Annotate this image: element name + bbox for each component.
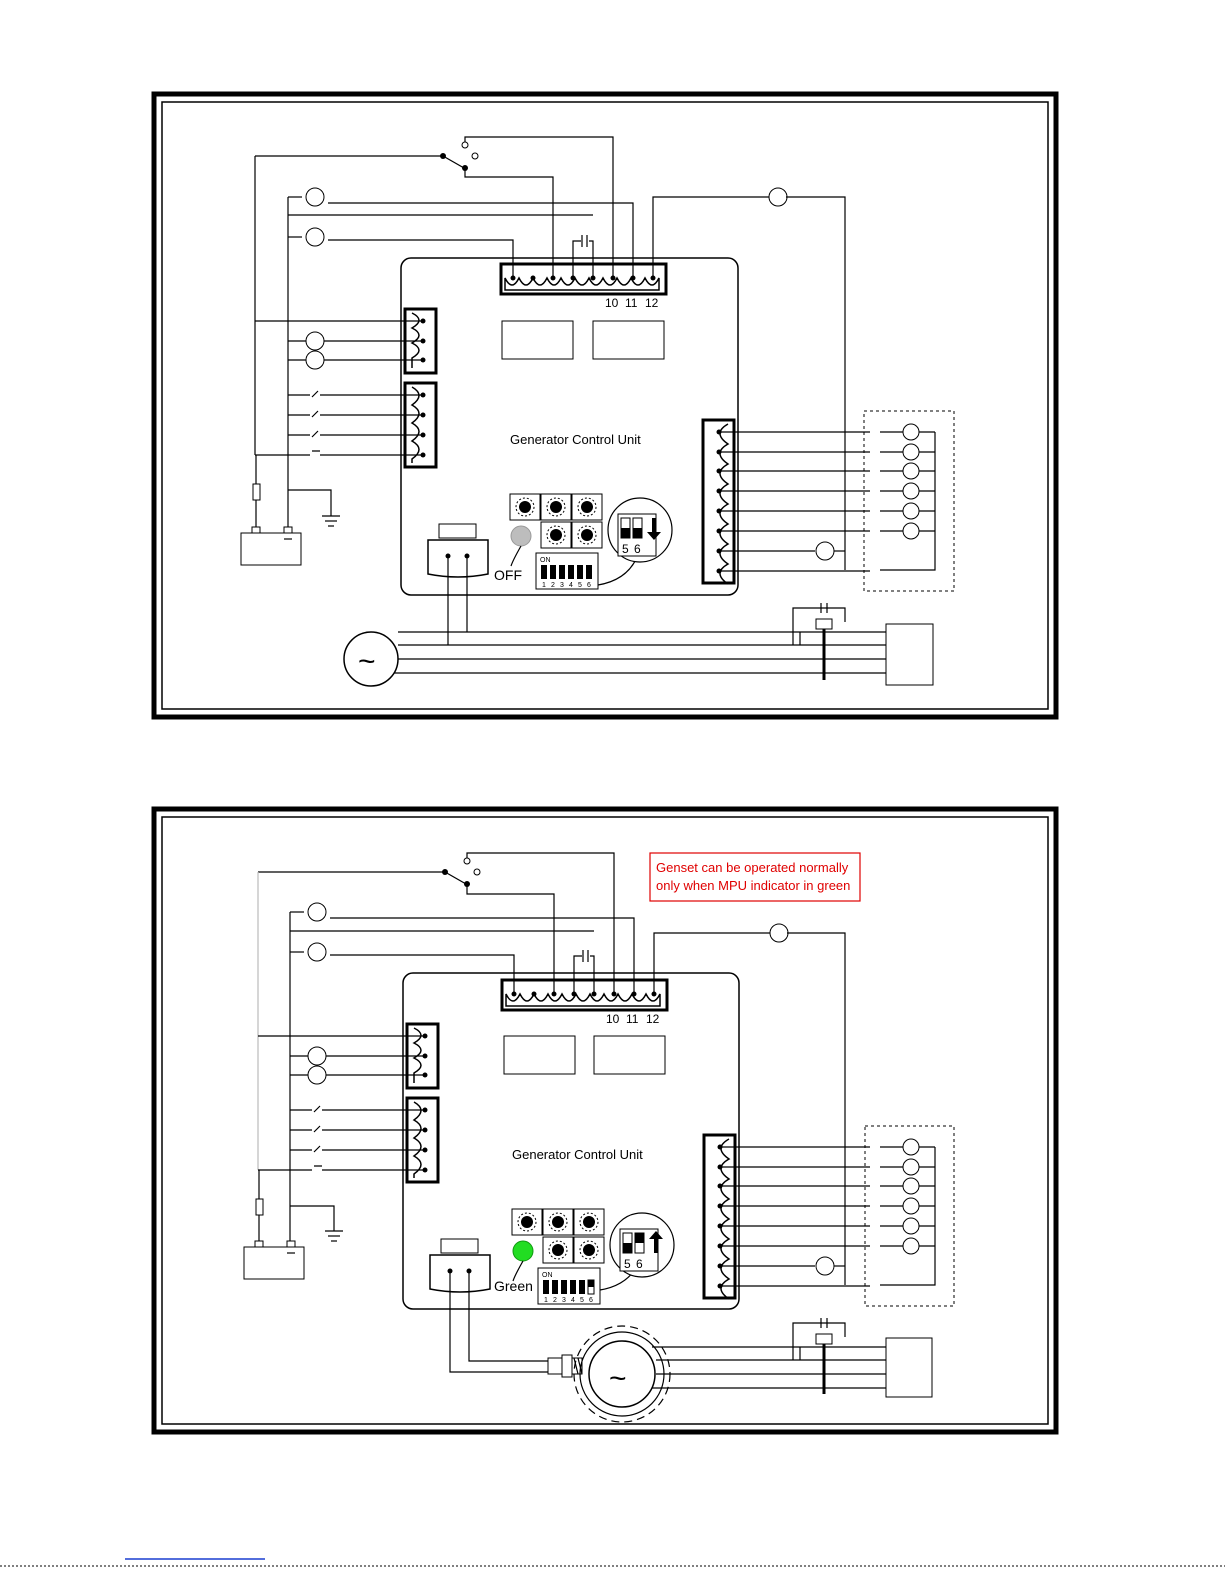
dip-number: 3 <box>560 582 564 589</box>
wiring-diagram-2: Genset can be operated normally only whe… <box>154 809 1056 1432</box>
dip-switch: ON 1 2 3 4 5 6 <box>538 1268 600 1304</box>
dip-number: 1 <box>544 1297 548 1304</box>
battery <box>241 533 301 565</box>
control-unit-label: Generator Control Unit <box>510 432 641 447</box>
sensor-6 <box>816 1257 834 1275</box>
sensor-2 <box>308 943 326 961</box>
sensor-5 <box>308 1066 326 1084</box>
wiring-diagram-1: 10 11 12 Generator Control Unit <box>154 94 1056 717</box>
right-terminal-strip <box>704 1135 735 1299</box>
sensor-1 <box>308 903 326 921</box>
note-line-2: only when MPU indicator in green <box>656 878 850 893</box>
sensor-3 <box>770 924 788 942</box>
ground-symbol <box>322 516 340 526</box>
load-box <box>886 624 933 685</box>
dip-number: 2 <box>553 1297 557 1304</box>
top-terminal-strip <box>501 264 666 294</box>
zoom-number-5: 5 <box>624 1257 631 1271</box>
mpu-indicator-label: Green <box>494 1278 533 1294</box>
key-switch <box>440 142 478 171</box>
terminal-number-10: 10 <box>606 1012 620 1026</box>
dip-number: 6 <box>587 582 591 589</box>
current-transformer <box>793 603 845 680</box>
dip-on-label: ON <box>542 1272 553 1279</box>
dip-number: 5 <box>578 582 582 589</box>
terminal-number-12: 12 <box>645 296 659 310</box>
sensor-5 <box>306 351 324 369</box>
sensor-6 <box>816 542 834 560</box>
mpu-indicator <box>511 526 531 546</box>
generator-tilde: ~ <box>609 1362 627 1395</box>
right-terminal-strip <box>703 420 734 584</box>
control-unit-label: Generator Control Unit <box>512 1147 643 1162</box>
terminal-number-10: 10 <box>605 296 619 310</box>
generator-tilde: ~ <box>358 645 376 678</box>
battery <box>244 1247 304 1279</box>
mpu-indicator <box>513 1241 533 1261</box>
sensor-2 <box>306 228 324 246</box>
sensor-1 <box>306 188 324 206</box>
mpu-sensor <box>548 1355 582 1377</box>
fuse <box>256 1199 263 1215</box>
zoom-number-6: 6 <box>636 1257 643 1271</box>
terminal-number-11: 11 <box>626 1012 639 1026</box>
load-box <box>886 1338 932 1397</box>
dip-number: 5 <box>580 1297 584 1304</box>
dip-number: 6 <box>589 1297 593 1304</box>
note-line-1: Genset can be operated normally <box>656 860 849 875</box>
dip-number: 2 <box>551 582 555 589</box>
sensor-4 <box>306 332 324 350</box>
dip-on-label: ON <box>540 557 551 564</box>
dip-number: 4 <box>571 1297 575 1304</box>
fuse <box>253 484 260 500</box>
zoom-number-5: 5 <box>622 542 629 556</box>
dip-number: 1 <box>542 582 546 589</box>
dip-switch: ON 1 2 3 4 5 6 <box>536 553 598 589</box>
terminal-number-11: 11 <box>625 296 638 310</box>
sensor-3 <box>769 188 787 206</box>
top-terminal-strip <box>502 980 667 1010</box>
current-transformer <box>793 1318 845 1394</box>
sensor-4 <box>308 1047 326 1065</box>
key-switch <box>442 858 480 887</box>
mpu-indicator-label: OFF <box>494 567 522 583</box>
dip-number: 3 <box>562 1297 566 1304</box>
dip-number: 4 <box>569 582 573 589</box>
ground-symbol <box>325 1231 343 1241</box>
terminal-number-12: 12 <box>646 1012 660 1026</box>
zoom-number-6: 6 <box>634 542 641 556</box>
